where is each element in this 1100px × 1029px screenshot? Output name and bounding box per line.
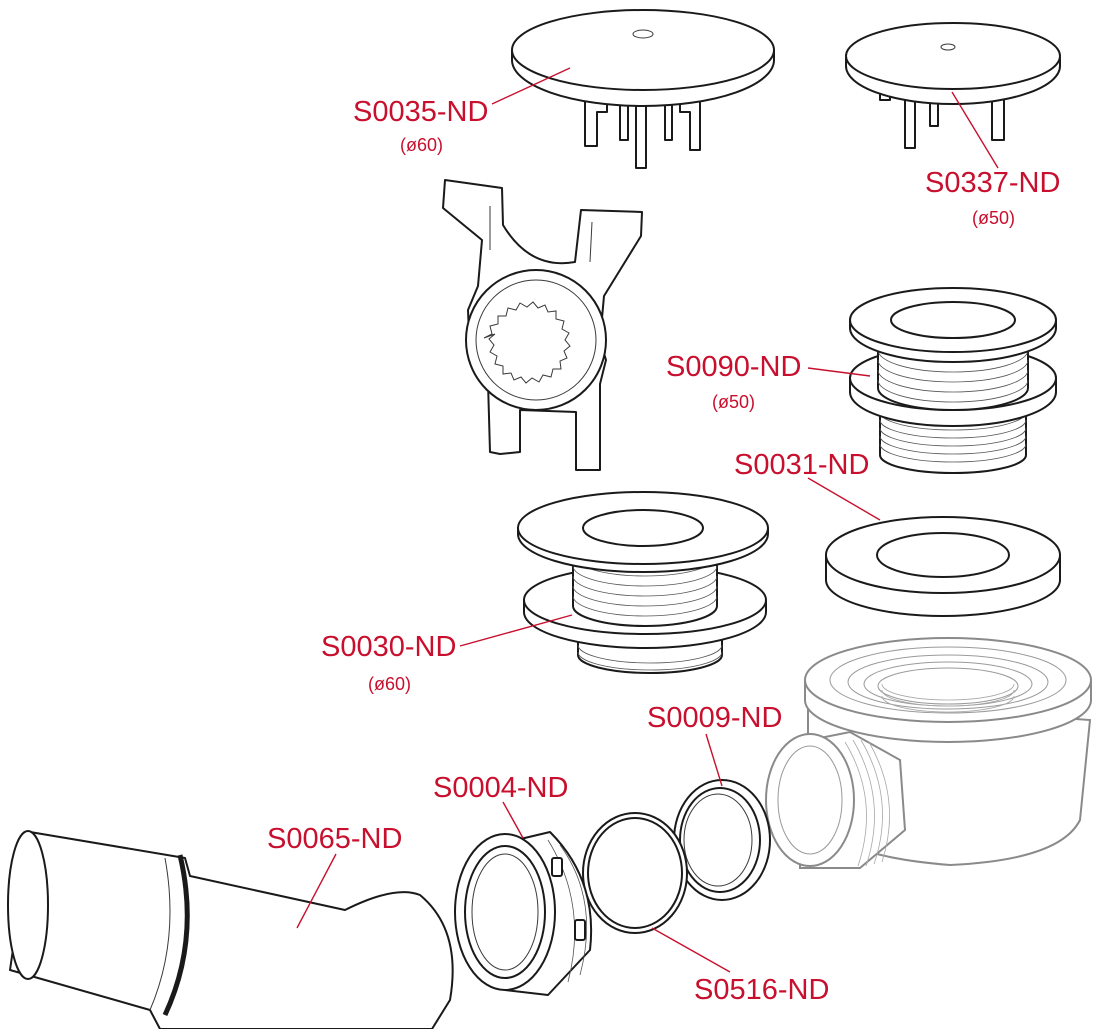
label-s0337-code: S0337-ND — [925, 167, 1060, 199]
part-s0009-ring — [673, 779, 771, 901]
part-s0090-flange — [849, 287, 1057, 474]
part-spanner-tool — [442, 179, 643, 471]
leader-s0004 — [502, 801, 524, 839]
leader-s0030 — [459, 614, 573, 647]
label-s0009-code: S0009-ND — [647, 702, 782, 734]
leader-s0337 — [951, 91, 999, 169]
leader-lines — [296, 67, 999, 973]
label-s0516-code: S0516-ND — [694, 974, 829, 1006]
label-s0030-code: S0030-ND — [321, 631, 456, 663]
leader-s0031 — [807, 477, 881, 521]
leader-s0065 — [296, 853, 337, 929]
part-s0065-pipe — [7, 830, 454, 1029]
label-s0090-diameter: (ø50) — [712, 392, 755, 412]
part-s0337-cap — [845, 22, 1061, 149]
label-s0090-code: S0090-ND — [666, 351, 801, 383]
part-s0030-flange — [517, 491, 769, 674]
leader-s0090 — [807, 367, 871, 377]
label-s0004-code: S0004-ND — [433, 772, 568, 804]
label-s0337-diameter: (ø50) — [972, 208, 1015, 228]
part-s0031-washer — [825, 516, 1061, 617]
label-s0030-diameter: (ø60) — [368, 674, 411, 694]
label-s0035-code: S0035-ND — [353, 96, 488, 128]
leader-s0035 — [491, 67, 571, 105]
label-s0065-code: S0065-ND — [267, 823, 402, 855]
part-s0035-cap — [511, 9, 775, 169]
label-s0035-diameter: (ø60) — [400, 135, 443, 155]
part-s0516-oring — [582, 812, 688, 934]
leader-s0009 — [705, 733, 723, 787]
part-s0004-nut — [454, 831, 593, 996]
part-trap-body — [765, 637, 1092, 869]
leader-s0516 — [651, 927, 731, 973]
label-s0031-code: S0031-ND — [734, 449, 869, 481]
